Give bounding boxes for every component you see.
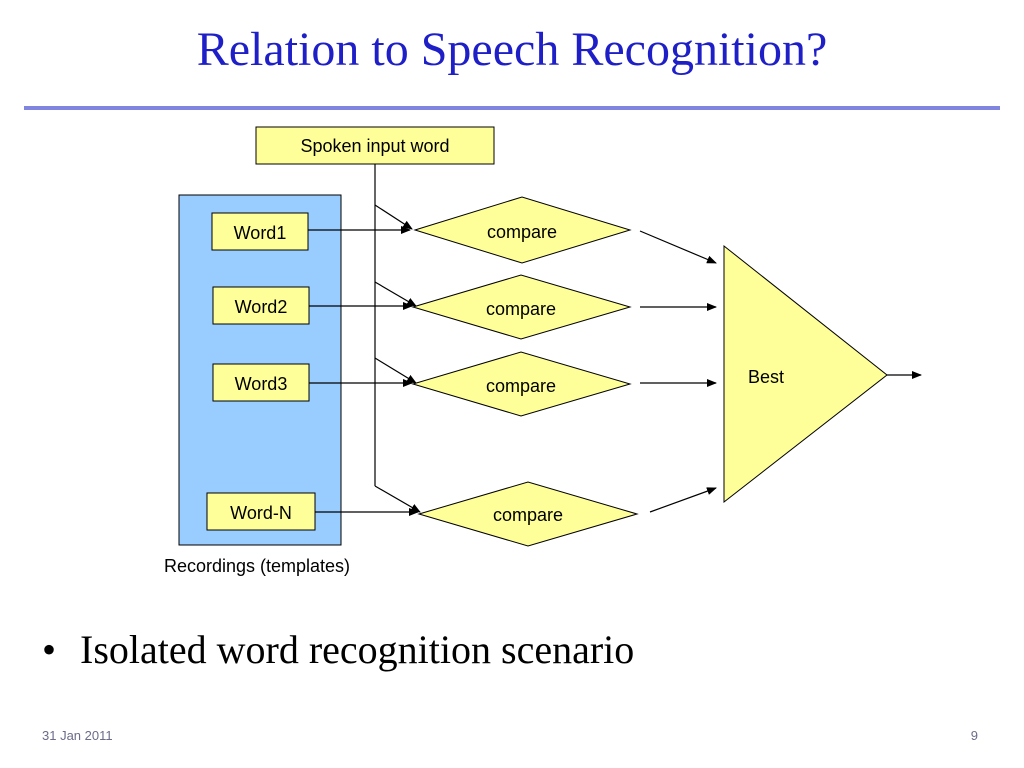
template-word-label: Word1 [234, 223, 287, 243]
input-branch-arrow [374, 485, 421, 513]
template-word-box [211, 212, 309, 251]
compare-diamond [413, 196, 632, 264]
best-selector-triangle [723, 244, 888, 504]
bullet-symbol: • [42, 627, 57, 672]
template-word-box [206, 492, 316, 531]
bullet-item: • Isolated word recognition scenario [42, 626, 634, 674]
compare-label: compare [487, 222, 557, 242]
input-branch-arrow [374, 357, 417, 384]
best-selector-label: Best [748, 367, 784, 387]
compare-label: compare [486, 376, 556, 396]
footer-date: 31 Jan 2011 [42, 728, 113, 743]
template-word-label: Word3 [235, 374, 288, 394]
page-number: 9 [970, 728, 978, 743]
spoken-input-box [255, 126, 495, 165]
compare-diamond [417, 481, 639, 547]
compare-label: compare [486, 299, 556, 319]
template-word-label: Word-N [230, 503, 292, 523]
bullet-text: Isolated word recognition scenario [80, 627, 635, 672]
compare-label: compare [493, 505, 563, 525]
score-arrow [649, 487, 717, 513]
title-divider [24, 106, 1000, 110]
template-word-box [212, 286, 310, 325]
templates-caption: Recordings (templates) [164, 556, 350, 576]
template-word-label: Word2 [235, 297, 288, 317]
template-word-box [212, 363, 310, 402]
compare-diamond [411, 274, 632, 340]
input-branch-arrow [374, 281, 417, 307]
input-branch-arrow [374, 204, 413, 230]
slide-title: Relation to Speech Recognition? [196, 23, 828, 76]
score-arrow [639, 230, 717, 264]
compare-diamond [411, 351, 632, 417]
spoken-input-label: Spoken input word [300, 136, 449, 156]
